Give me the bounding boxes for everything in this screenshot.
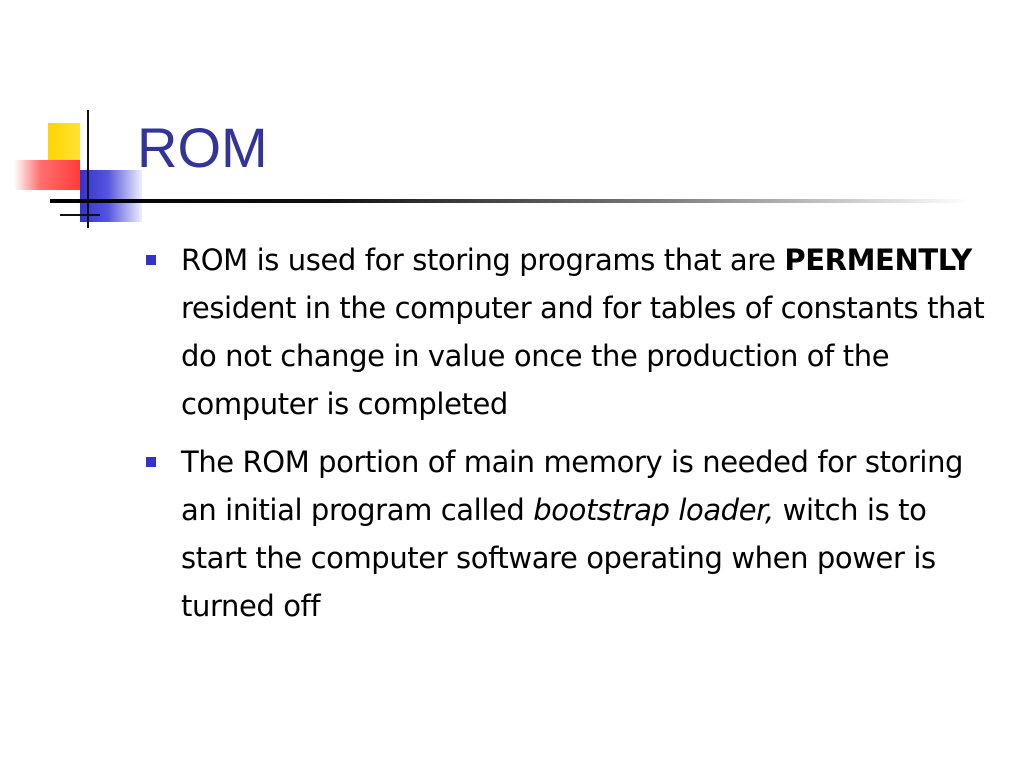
square-bullet-icon [146,457,156,467]
bullet-1-text-start: ROM is used for storing programs that ar… [181,243,785,277]
red-block [14,160,80,190]
bullet-item-1: ROM is used for storing programs that ar… [140,236,1000,428]
bullet-2-italic-text: bootstrap loader, [533,493,774,527]
slide-title: ROM [137,116,268,179]
bullet-list: ROM is used for storing programs that ar… [140,236,1000,640]
logo-horizontal-line [60,214,100,216]
bullet-2-text-start: The ROM portion of main memory is needed… [181,445,964,527]
bullet-2-text-end: witch is to start the computer software … [181,493,936,623]
blue-block [80,170,142,222]
square-bullet-icon [146,255,156,265]
title-underline [50,199,970,203]
bullet-1-bold-text: PERMENTLY [784,243,972,277]
bullet-item-2: The ROM portion of main memory is needed… [140,438,1000,630]
logo-vertical-line [87,110,89,228]
color-blocks-logo [0,0,160,240]
bullet-1-text-end: resident in the computer and for tables … [181,291,985,421]
yellow-block [48,123,80,161]
